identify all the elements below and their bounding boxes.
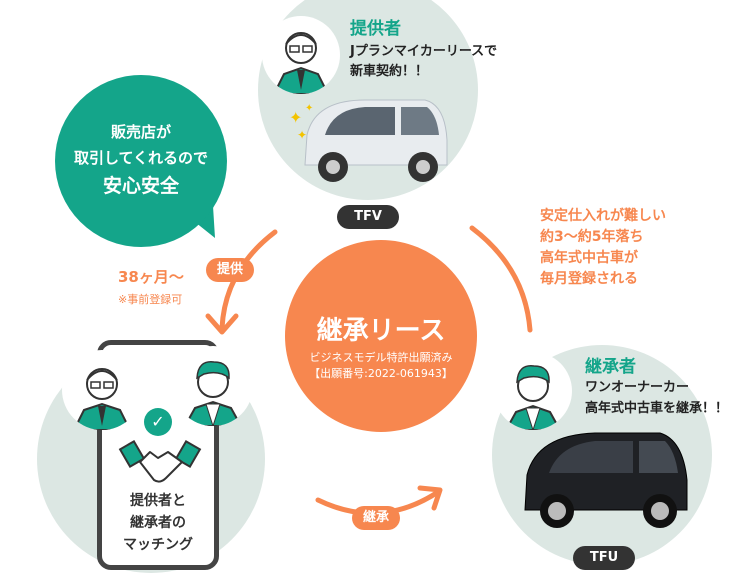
right-note: 安定仕入れが難しい 約3～約5年落ち 高年式中古車が 毎月登録される <box>540 206 666 290</box>
right-note-line-1: 安定仕入れが難しい <box>540 208 666 224</box>
matching-line-2: 継承者の <box>130 515 186 531</box>
provider-title: 提供者 <box>350 19 401 39</box>
matching-line-3: マッチング <box>123 537 193 553</box>
center-line-2: 【出願番号:2022-061943】 <box>309 367 453 380</box>
check-icon: ✓ <box>144 408 172 436</box>
matching-text: 提供者と 継承者の マッチング <box>102 490 214 556</box>
lease-term: 38ヶ月～ <box>118 268 184 286</box>
right-note-line-3: 高年式中古車が <box>540 250 638 266</box>
successor-line-2: 高年式中古車を継承！！ <box>585 401 729 416</box>
provider-avatar <box>262 16 340 94</box>
right-note-line-4: 毎月登録される <box>540 271 638 287</box>
register-arc <box>469 225 533 333</box>
successor-small-avatar <box>173 346 253 426</box>
new-car-image: ✦✦✦ <box>289 99 448 182</box>
succession-lease-circle: 継承リース ビジネスモデル特許出願済み 【出願番号:2022-061943】 <box>285 240 477 432</box>
svg-text:✦: ✦ <box>305 103 313 114</box>
provider-line-1: Jプランマイカーリースで <box>350 44 498 59</box>
provider-small-avatar <box>62 350 142 430</box>
safety-bubble: 販売店が 取引してくれるので 安心安全 <box>55 75 227 247</box>
bubble-line-1: 販売店が <box>110 123 171 141</box>
handshake-icon <box>118 439 202 483</box>
inherit-arrowhead <box>417 485 443 511</box>
right-note-line-2: 約3～約5年落ち <box>540 229 644 245</box>
svg-text:✦: ✦ <box>297 128 307 142</box>
tfv-label: TFV <box>337 205 399 229</box>
successor-line-1: ワンオーナーカー <box>585 380 690 395</box>
tfu-label: TFU <box>573 546 635 570</box>
center-title: 継承リース <box>316 316 446 346</box>
inherit-label: 継承 <box>352 506 400 530</box>
provider-line-2: 新車契約！！ <box>350 64 429 79</box>
used-car-image <box>524 432 688 528</box>
lease-term-note: ※事前登録可 <box>118 293 183 306</box>
successor-avatar <box>494 352 572 430</box>
bubble-line-2: 取引してくれるので <box>73 149 209 167</box>
provide-label: 提供 <box>206 258 254 282</box>
matching-line-1: 提供者と <box>130 493 186 509</box>
svg-text:✦: ✦ <box>289 108 302 127</box>
center-line-1: ビジネスモデル特許出願済み <box>309 351 453 364</box>
successor-title: 継承者 <box>585 357 636 377</box>
provide-arrowhead <box>205 313 239 335</box>
bubble-line-3: 安心安全 <box>102 175 179 197</box>
